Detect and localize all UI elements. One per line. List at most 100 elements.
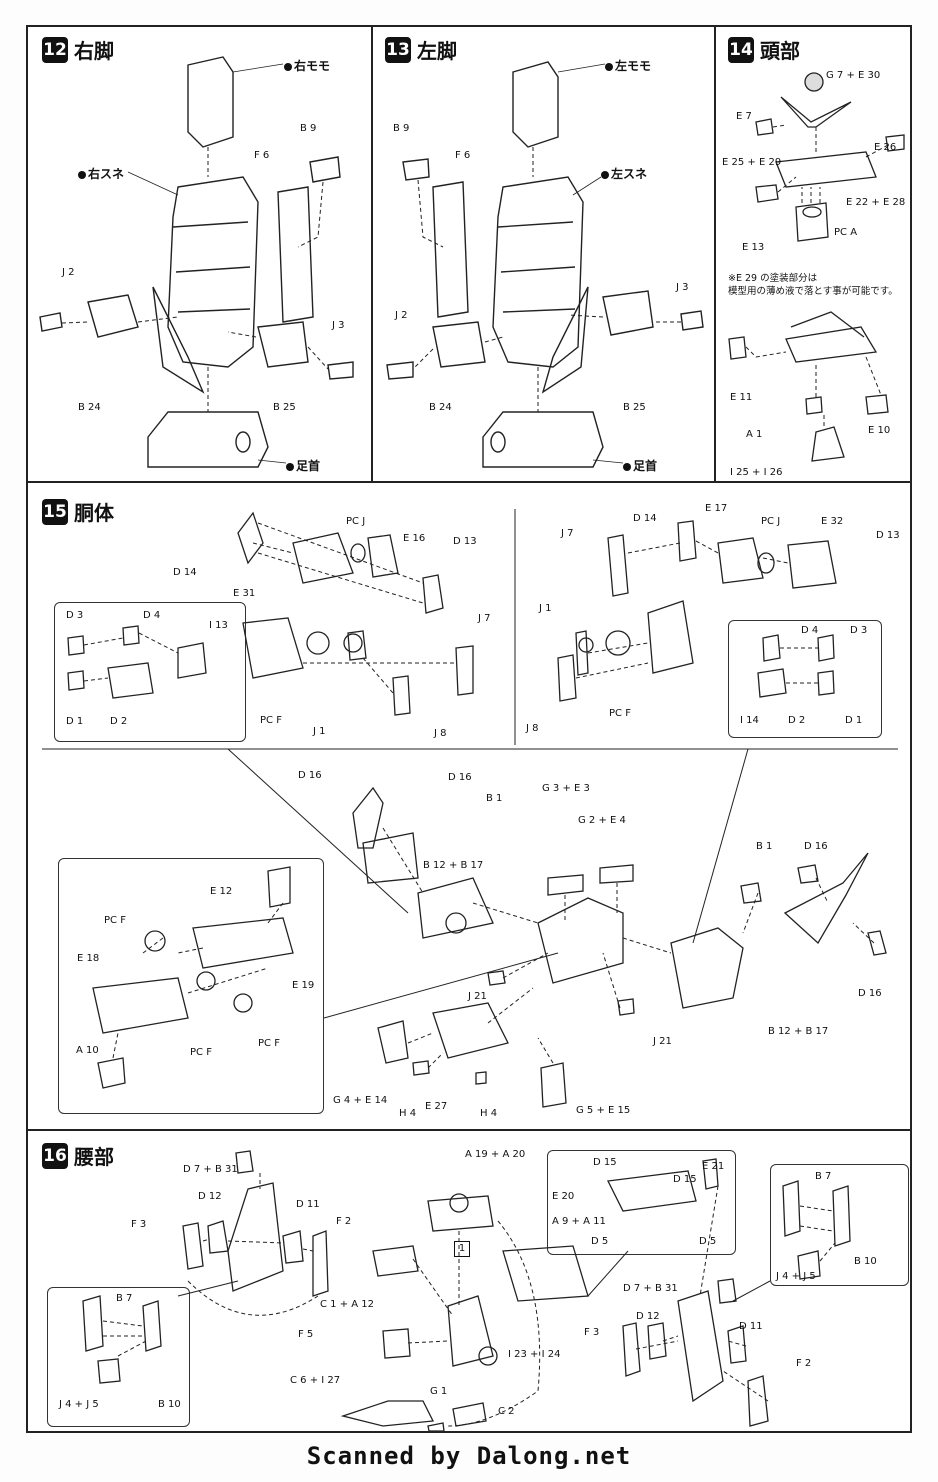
part-label: E 10	[868, 425, 891, 436]
step-14-panel: 14 頭部	[714, 25, 912, 483]
detail-box-waist-center	[547, 1150, 736, 1255]
part-label: D 3	[850, 625, 868, 636]
part-label: D 4	[801, 625, 819, 636]
callout-ankle: 足首	[286, 457, 320, 474]
part-label: J 3	[676, 282, 689, 293]
part-label: J 8	[526, 723, 539, 734]
step-13-title: 13 左脚	[385, 35, 457, 64]
head-diagram	[728, 72, 905, 462]
part-label: E 21	[702, 1161, 725, 1172]
part-label: J 1	[313, 726, 326, 737]
callout-right-shin: 右スネ	[78, 165, 124, 182]
step-15-title: 15 胴体	[42, 497, 114, 526]
part-label: PC J	[761, 516, 781, 527]
part-label: A 9 + A 11	[552, 1216, 606, 1227]
part-label: C 6 + I 27	[290, 1375, 341, 1386]
part-label: J 7	[561, 528, 574, 539]
part-label: H 4	[480, 1108, 498, 1119]
part-label: A 19 + A 20	[465, 1149, 526, 1160]
part-label: D 13	[876, 530, 900, 541]
part-label: B 7	[815, 1171, 832, 1182]
part-label: J 7	[478, 613, 491, 624]
part-label: G 2 + E 4	[578, 815, 626, 826]
part-label: D 7 + B 31	[183, 1164, 238, 1175]
step-name: 胴体	[74, 501, 114, 525]
part-label: E 18	[77, 953, 100, 964]
part-label: D 11	[739, 1321, 763, 1332]
part-label: B 1	[486, 793, 503, 804]
part-label: E 11	[730, 392, 753, 403]
part-label: E 13	[742, 242, 765, 253]
step-15-panel: 15 胴体	[26, 481, 912, 1131]
part-label: F 6	[455, 150, 471, 161]
part-label: B 24	[78, 402, 101, 413]
part-label: B 24	[429, 402, 452, 413]
part-label: J 4 + J 5	[59, 1399, 99, 1410]
part-label: D 5	[591, 1236, 609, 1247]
part-label: F 3	[584, 1327, 600, 1338]
part-label: I 25 + I 26	[730, 467, 783, 478]
part-label: E 17	[705, 503, 728, 514]
waist-diagram	[82, 1150, 851, 1431]
part-label: F 5	[298, 1329, 314, 1340]
part-label: H 4	[399, 1108, 417, 1119]
part-label: B 25	[273, 402, 296, 413]
part-label: J 2	[62, 267, 75, 278]
part-label: E 22 + E 28	[846, 197, 906, 208]
part-label: D 14	[633, 513, 657, 524]
step-number: 15	[42, 498, 68, 525]
part-label: D 3	[66, 610, 84, 621]
part-label: I 14	[740, 715, 759, 726]
part-label: PC F	[104, 915, 126, 926]
detail-box-waist-left	[47, 1287, 190, 1427]
part-label: E 32	[821, 516, 844, 527]
part-label: D 12	[636, 1311, 660, 1322]
part-label: E 25 + E 29	[722, 157, 782, 168]
step-name: 腰部	[74, 1145, 114, 1169]
part-label: B 7	[116, 1293, 133, 1304]
part-label: PC F	[258, 1038, 280, 1049]
part-label: PC F	[190, 1047, 212, 1058]
callout-ankle: 足首	[623, 457, 657, 474]
part-label: G 5 + E 15	[576, 1105, 631, 1116]
step-13-panel: 13 左脚	[371, 25, 716, 483]
part-label: A 1	[746, 429, 763, 440]
part-label: D 14	[173, 567, 197, 578]
part-label: J 1	[539, 603, 552, 614]
part-label: B 12 + B 17	[768, 1026, 829, 1037]
part-label: D 4	[143, 610, 161, 621]
callout-left-shin: 左スネ	[601, 165, 647, 182]
part-label: G 4 + E 14	[333, 1095, 388, 1106]
step-name: 頭部	[760, 39, 800, 63]
part-label: J 8	[434, 728, 447, 739]
step-16-panel: 16 腰部 1	[26, 1129, 912, 1433]
part-label: A 10	[76, 1045, 99, 1056]
part-label: D 11	[296, 1199, 320, 1210]
part-label: PC F	[260, 715, 282, 726]
part-label: D 7 + B 31	[623, 1283, 678, 1294]
step-14-title: 14 頭部	[728, 35, 800, 64]
step-12-title: 12 右脚	[42, 35, 114, 64]
part-label: E 7	[736, 111, 752, 122]
part-label: B 25	[623, 402, 646, 413]
scanner-credit: Scanned by Dalong.net	[306, 1442, 632, 1470]
part-label: J 21	[468, 991, 487, 1002]
part-label: J 21	[653, 1036, 672, 1047]
step-name: 左脚	[417, 39, 457, 63]
part-label: E 31	[233, 588, 256, 599]
part-label: PC A	[834, 227, 858, 238]
part-label: E 16	[403, 533, 426, 544]
part-label: C 2	[498, 1406, 515, 1417]
part-label: F 3	[131, 1219, 147, 1230]
part-label: J 3	[332, 320, 345, 331]
paint-note: ※E 29 の塗装部分は 模型用の薄め液で落とす事が可能です。	[728, 273, 898, 297]
part-label: F 6	[254, 150, 270, 161]
part-label: C 1 + A 12	[320, 1299, 375, 1310]
part-label: G 7 + E 30	[826, 70, 881, 81]
part-label: E 12	[210, 886, 233, 897]
step-16-title: 16 腰部	[42, 1141, 114, 1170]
part-label: D 16	[448, 772, 472, 783]
part-label: I 23 + I 24	[508, 1349, 561, 1360]
part-label: D 16	[858, 988, 882, 999]
